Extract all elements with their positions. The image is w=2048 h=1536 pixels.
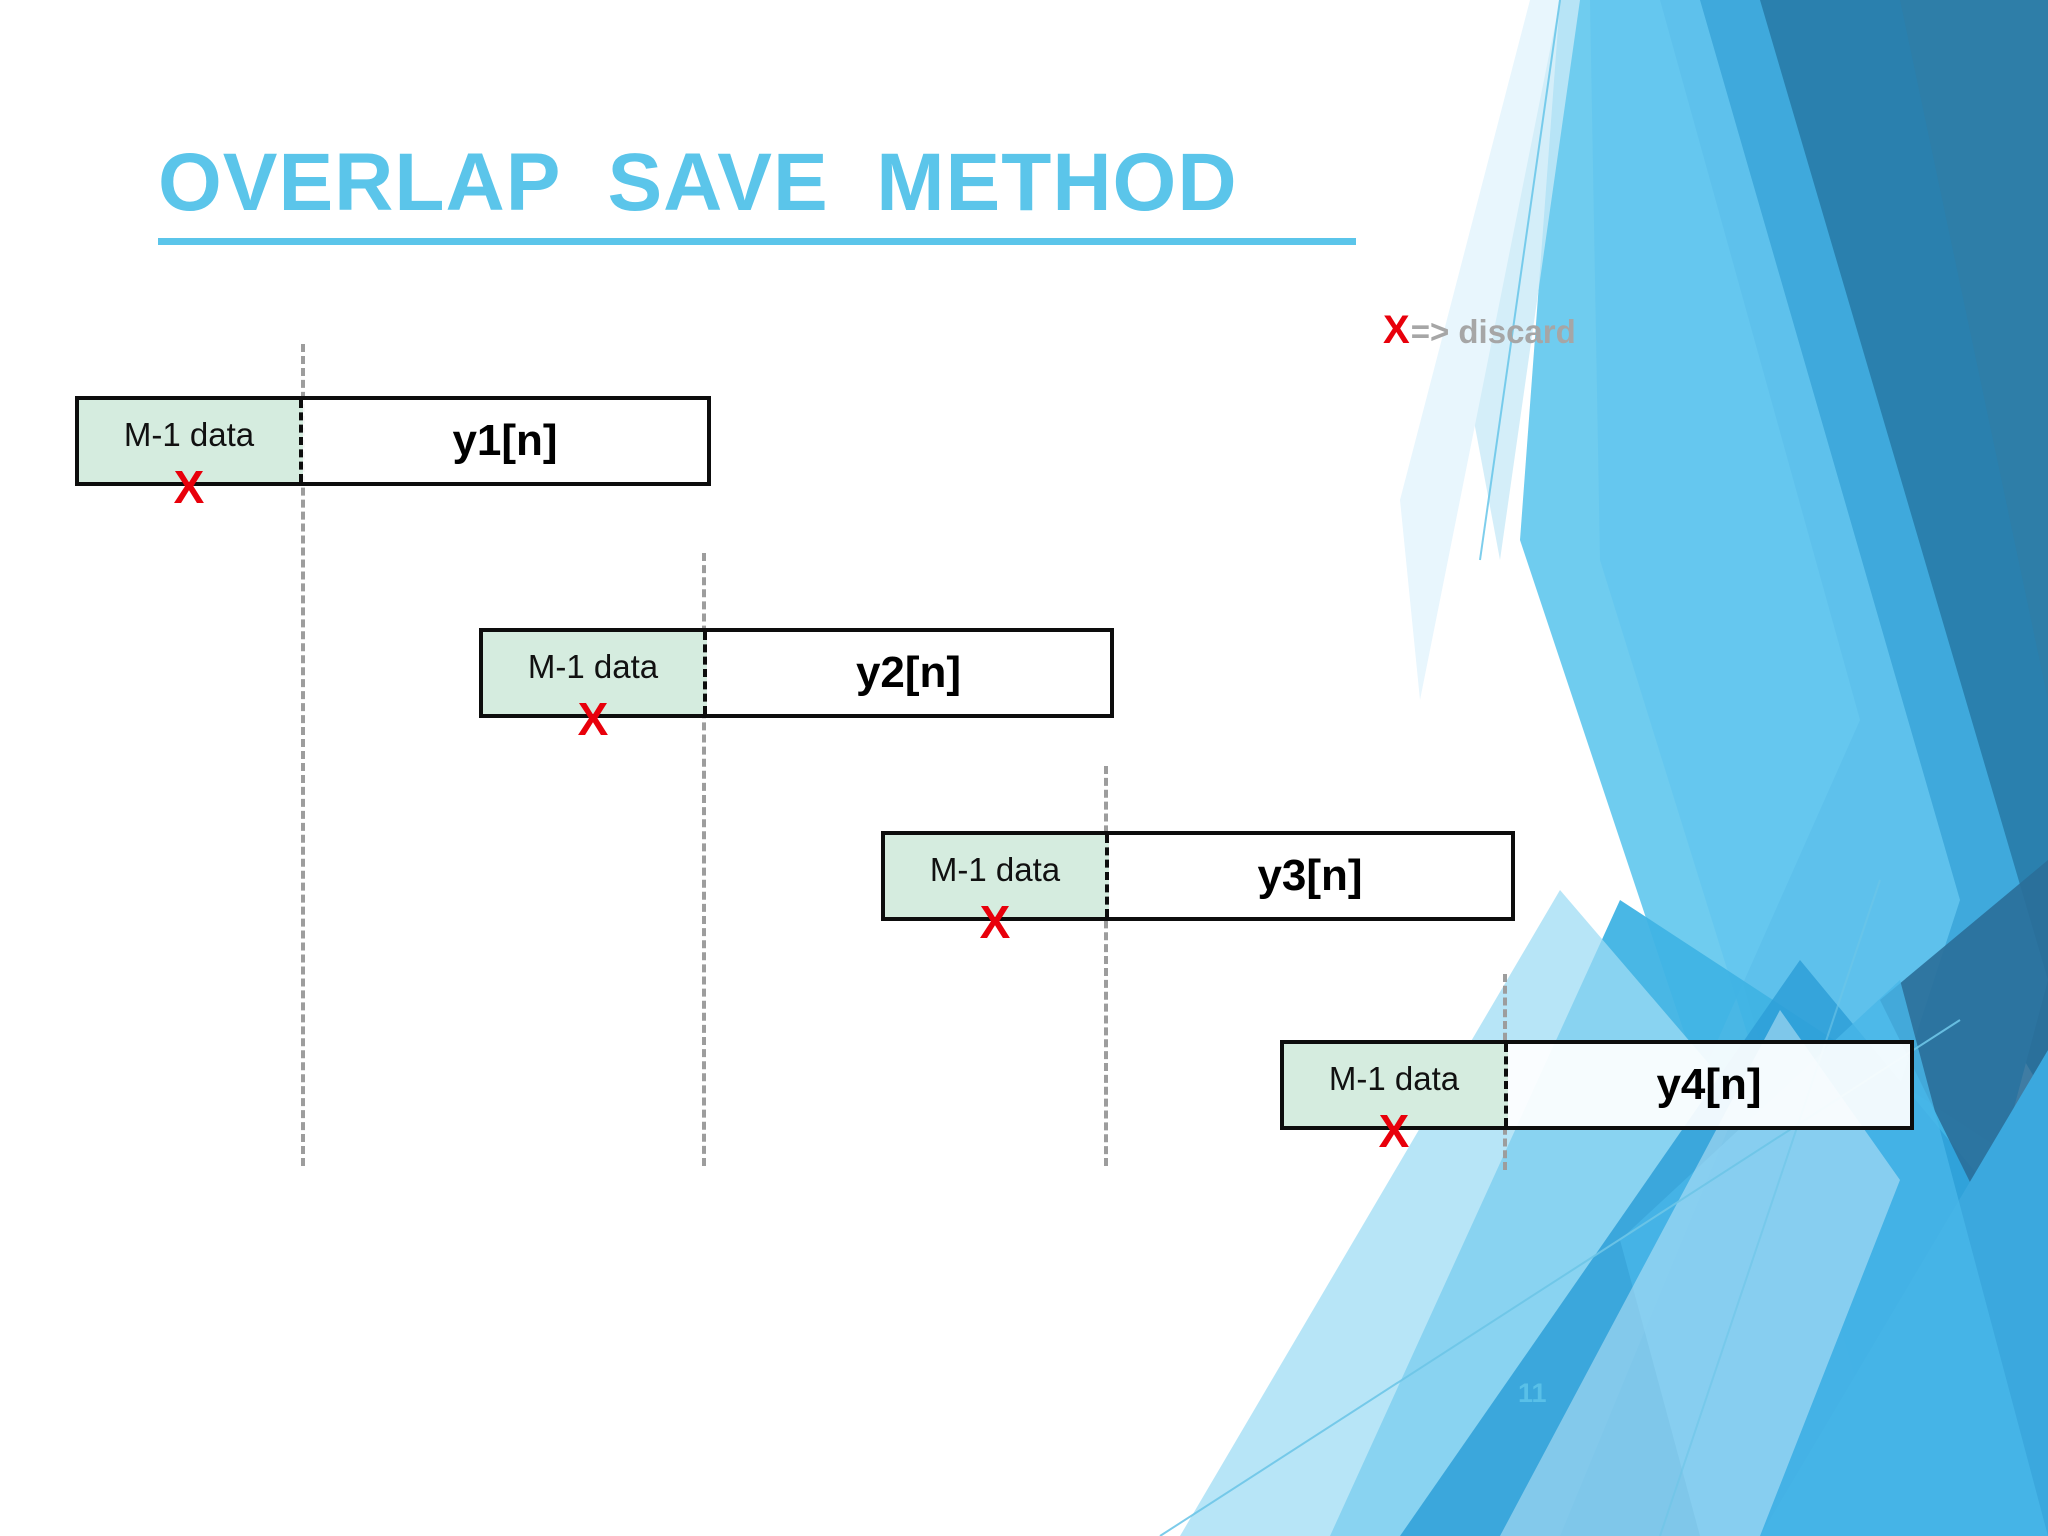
discard-marker-icon: X [173,461,205,513]
data-row: M-1 data X y4[n] [1280,1040,1914,1154]
output-segment: y2[n] [707,632,1110,714]
data-row: M-1 data X y3[n] [881,831,1515,945]
data-row: M-1 data X y2[n] [479,628,1114,742]
overlap-segment-label: M-1 data [929,850,1061,888]
output-segment: y4[n] [1508,1044,1910,1126]
overlap-segment: M-1 data X [79,400,303,510]
overlap-segment: M-1 data X [885,835,1109,945]
discard-marker-icon: X [1383,308,1410,352]
overlap-segment-label: M-1 data [123,415,255,453]
output-segment-label: y2[n] [855,648,962,697]
data-row: M-1 data X y1[n] [75,396,711,510]
guide-line-3 [1104,766,1108,1166]
output-segment: y1[n] [303,400,707,482]
title-block: OVERLAP SAVE METHOD [158,137,1368,246]
overlap-segment: M-1 data X [483,632,707,742]
output-segment-label: y4[n] [1656,1060,1762,1109]
output-segment: y3[n] [1109,835,1511,917]
guide-line-1 [301,344,305,1166]
guide-line-2 [702,553,706,1166]
output-segment-label: y3[n] [1257,851,1363,900]
slide-number: 11 [1518,1378,1547,1408]
discard-marker-icon: X [577,693,609,745]
discard-marker-icon: X [979,896,1011,948]
overlap-segment-label: M-1 data [1328,1059,1460,1097]
discard-legend: X => discard [1383,310,1576,350]
discard-marker-icon: X [1378,1105,1410,1157]
discard-legend-label: => discard [1410,313,1576,350]
output-segment-label: y1[n] [452,416,558,465]
overlap-segment-label: M-1 data [527,647,659,685]
overlap-segment: M-1 data X [1284,1044,1508,1154]
title-underline [158,238,1356,246]
page-title: OVERLAP SAVE METHOD [158,137,1238,228]
